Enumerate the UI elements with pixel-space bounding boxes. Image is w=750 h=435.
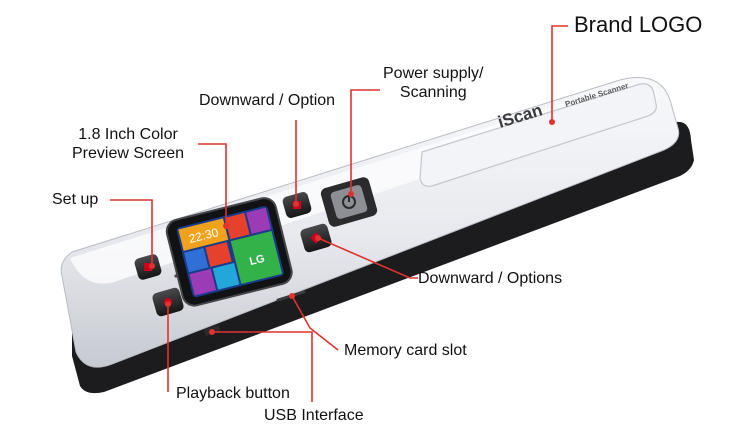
screen-tile-red: [224, 213, 250, 240]
screen-tile-cyan: [212, 263, 240, 290]
power-label-line2: Scanning: [399, 84, 467, 101]
screen-tile-orange: [178, 218, 229, 251]
leader-usb: [212, 331, 313, 402]
leader-power: [350, 89, 380, 194]
screen-tile-text: LG: [248, 253, 266, 268]
downward-option-label: Downward / Option: [199, 92, 336, 109]
power-scanning-label: Power supply/ Scanning: [383, 64, 484, 102]
label-panel: [419, 83, 657, 187]
memory-card-slot-label: Memory card slot: [344, 342, 467, 359]
leader-dots: [149, 119, 555, 335]
screen-tile-red-mid: [205, 242, 232, 267]
preview-screen: 22:30 LG: [165, 197, 293, 307]
screen-tile-blue-small: [184, 247, 209, 273]
leader-brand: [551, 25, 568, 122]
preview-label-line2: Preview Screen: [72, 145, 185, 162]
preview-label-line1: 1.8 Inch Color: [78, 126, 178, 143]
playback-button-label: Playback button: [176, 385, 290, 402]
power-label-line1: Power supply/: [383, 65, 484, 82]
leader-setup: [110, 199, 153, 266]
power-scan-button[interactable]: [319, 176, 378, 228]
screen-tile-purple-small: [246, 207, 271, 234]
downward-options-label: Downward / Options: [418, 270, 563, 287]
status-led: [174, 274, 178, 278]
leader-lines: [110, 25, 568, 402]
usb-interface-label: USB Interface: [264, 407, 364, 424]
screen-tile-green: [230, 231, 283, 284]
leader-preview: [198, 143, 227, 226]
leader-downward-options: [317, 237, 418, 279]
brand-logo-label: Brand LOGO: [574, 12, 703, 37]
preview-screen-label: 1.8 Inch Color Preview Screen: [72, 125, 184, 163]
set-up-label: Set up: [52, 191, 99, 208]
leader-memory: [291, 295, 339, 351]
screen-tile-purple: [189, 268, 217, 296]
setup-button[interactable]: [133, 253, 162, 281]
